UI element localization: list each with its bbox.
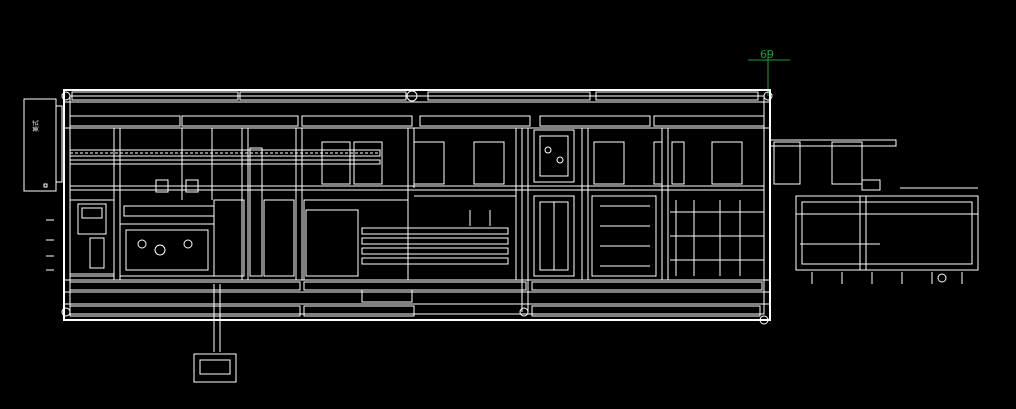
main-frame bbox=[61, 89, 773, 325]
side-box-label: 美式 bbox=[32, 120, 40, 132]
machine-head bbox=[119, 179, 245, 383]
outfeed-conveyor bbox=[769, 139, 979, 284]
right-rollers bbox=[591, 195, 764, 277]
side-control-box: 美式 bbox=[23, 98, 63, 192]
left-cabinet bbox=[46, 199, 115, 281]
center-column bbox=[533, 129, 575, 277]
dimension-value: 69 bbox=[760, 48, 774, 61]
middle-section bbox=[249, 147, 516, 303]
dimension-marker: 69 bbox=[748, 48, 790, 96]
hatched-blocks bbox=[321, 141, 863, 185]
